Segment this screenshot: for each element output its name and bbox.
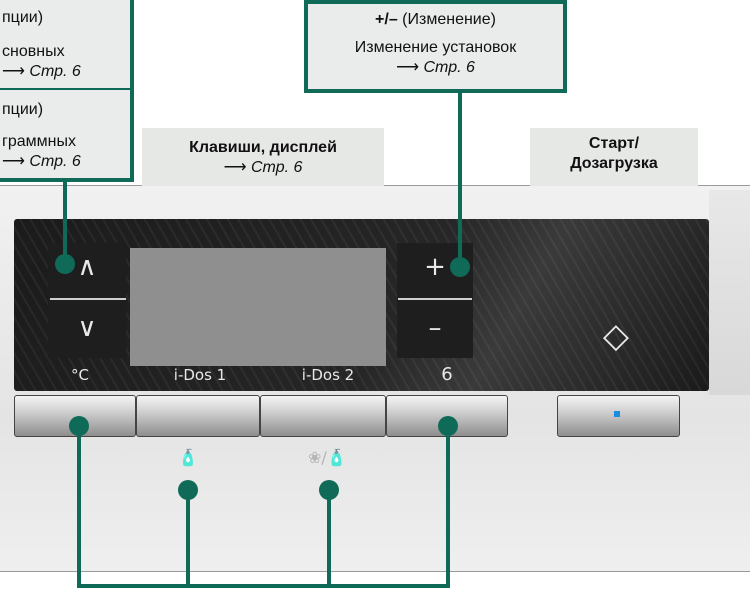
callout-left-line2: сновных [2, 43, 65, 60]
connector-change [458, 93, 462, 265]
connector-options [63, 180, 67, 262]
callout-right-title: +/– (Изменение) [308, 10, 563, 30]
marker-dot-plus [450, 257, 470, 277]
panel-side [709, 190, 750, 395]
connector-idos1 [186, 490, 190, 588]
arrow-text-3: ⟶ [396, 59, 424, 76]
ref-text-3: Стр. 6 [423, 59, 475, 76]
softener-detergent-icon: ❀/🧴 [308, 448, 347, 467]
connector-idos2 [327, 490, 331, 588]
ref-text-4: Стр. 6 [251, 159, 303, 176]
plus-minus-text: +/– [375, 11, 398, 28]
connector-temp [77, 426, 81, 588]
callout-left-line1: пции) [2, 9, 44, 26]
arrow-text-4: ⟶ [223, 159, 251, 176]
ref-text: Стр. 6 [29, 63, 81, 80]
callout-right-line2: Изменение установок [354, 39, 517, 56]
minus-button[interactable]: – [428, 313, 442, 343]
marker-dot-up [55, 254, 75, 274]
start-label: Старт/ Дозагрузка [530, 128, 698, 186]
keys-display-title: Клавиши, дисплей [189, 139, 337, 156]
idos1-button[interactable] [136, 395, 260, 437]
callout-divider [0, 88, 132, 90]
plus-button[interactable]: + [424, 252, 446, 282]
ref-text-2: Стр. 6 [29, 153, 81, 170]
spin-icon: 6 [441, 364, 453, 385]
start-indicator-led [614, 411, 620, 417]
connector-bottom [77, 584, 450, 588]
display [130, 248, 386, 366]
keys-display-label: Клавиши, дисплей ⟶ Стр. 6 [142, 128, 384, 186]
idos2-button[interactable] [260, 395, 386, 437]
callout-left-ref2: ⟶ Стр. 6 [2, 152, 81, 172]
keypad-divider-2 [398, 298, 472, 300]
arrow-text: ⟶ [2, 63, 30, 80]
callout-right-ref: ⟶ Стр. 6 [308, 58, 563, 78]
arrow-text-2: ⟶ [2, 153, 30, 170]
start-label-line1: Старт/ [588, 135, 640, 152]
detergent-icon: 🧴 [178, 448, 198, 467]
callout-left-ref1: ⟶ Стр. 6 [2, 62, 81, 82]
callout-left-line4: пции) [2, 101, 44, 118]
start-diamond-icon: ◇ [602, 316, 630, 356]
start-label-line2: Дозагрузка [570, 155, 658, 172]
up-button[interactable]: ∧ [77, 252, 97, 282]
callout-left-line5: граммных [2, 133, 76, 150]
label-temperature: °C [71, 366, 89, 384]
connector-spin [446, 426, 450, 588]
keys-display-ref: ⟶ Стр. 6 [142, 158, 384, 178]
callout-change: +/– (Изменение) Изменение установок ⟶ Ст… [304, 0, 567, 93]
change-text: (Изменение) [397, 11, 496, 28]
label-idos1: i-Dos 1 [173, 366, 227, 384]
label-idos2: i-Dos 2 [301, 366, 355, 384]
keypad-divider [50, 298, 126, 300]
callout-options: пции) сновных ⟶ Стр. 6 пции) граммных ⟶ … [0, 0, 134, 182]
down-button[interactable]: ∨ [77, 313, 97, 343]
